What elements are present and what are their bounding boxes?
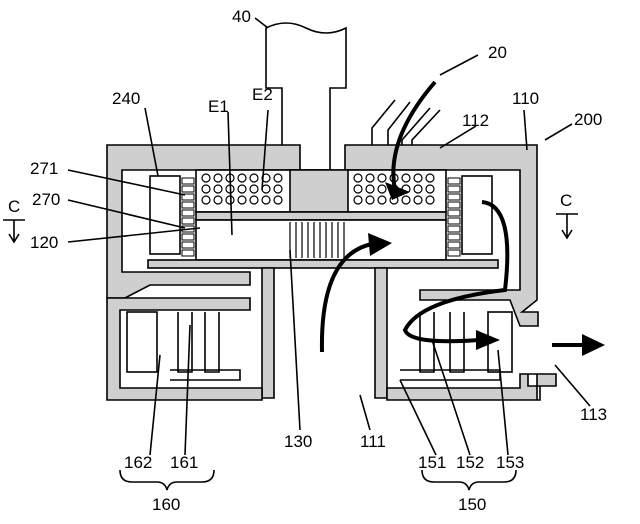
label-20: 20 xyxy=(488,43,507,62)
label-270: 270 xyxy=(32,190,60,209)
coil-turn xyxy=(448,186,460,192)
magnet-dot xyxy=(214,174,222,182)
label-110: 110 xyxy=(512,89,539,108)
magnet-dot xyxy=(414,174,422,182)
magnet-dot xyxy=(366,185,374,193)
section-c-left-marker xyxy=(3,220,25,242)
coil-turn xyxy=(448,234,460,240)
coil-turn xyxy=(448,210,460,216)
magnet-dot xyxy=(354,185,362,193)
magnet-dot xyxy=(414,196,422,204)
coil-turn xyxy=(182,202,194,208)
coil-turn xyxy=(448,242,460,248)
magnet-dot xyxy=(366,196,374,204)
magnet-dot xyxy=(354,174,362,182)
magnet-dot xyxy=(238,185,246,193)
magnet-dot xyxy=(378,185,386,193)
magnet-dot xyxy=(250,185,258,193)
center-pipe xyxy=(262,268,387,398)
label-e2: E2 xyxy=(252,85,273,104)
magnet-dot xyxy=(378,174,386,182)
coil-turn xyxy=(448,194,460,200)
brace-160 xyxy=(120,470,214,490)
coil-left xyxy=(182,178,194,256)
magnet-dot xyxy=(274,174,282,182)
label-153: 153 xyxy=(496,453,524,472)
impeller-chamber xyxy=(196,220,446,260)
flow-arrow-outlet-head xyxy=(582,334,605,356)
magnet-dot xyxy=(238,196,246,204)
label-152: 152 xyxy=(456,453,484,472)
label-130: 130 xyxy=(284,432,312,451)
label-160: 160 xyxy=(152,495,180,514)
label-150: 150 xyxy=(458,495,486,514)
magnet-dot xyxy=(250,196,258,204)
label-40: 40 xyxy=(232,7,251,26)
label-112: 112 xyxy=(462,111,489,130)
magnet-dot xyxy=(274,196,282,204)
magnet-dot xyxy=(262,196,270,204)
coil-turn xyxy=(448,202,460,208)
coil-turn xyxy=(182,218,194,224)
part-160-fins xyxy=(127,312,240,380)
coil-turn xyxy=(182,242,194,248)
part-150-fins xyxy=(400,312,512,380)
magnet-dot xyxy=(426,174,434,182)
label-120: 120 xyxy=(30,233,58,252)
lower-left-chamber xyxy=(107,298,262,400)
coil-turn xyxy=(448,178,460,184)
impeller-plate xyxy=(196,212,446,220)
stator-right xyxy=(462,176,492,254)
label-200: 200 xyxy=(574,110,602,129)
magnet-dot xyxy=(262,185,270,193)
magnet-dot xyxy=(426,196,434,204)
coil-turn xyxy=(182,234,194,240)
magnet-dot xyxy=(414,185,422,193)
magnet-dot xyxy=(238,174,246,182)
impeller-base xyxy=(148,260,498,268)
label-e1: E1 xyxy=(208,97,229,116)
coil-turn xyxy=(182,210,194,216)
magnet-dot xyxy=(202,174,210,182)
lower-right-chamber xyxy=(387,374,556,400)
coil-turn xyxy=(182,186,194,192)
coil-turn xyxy=(448,218,460,224)
label-162: 162 xyxy=(124,453,152,472)
section-c-right-marker xyxy=(556,214,578,238)
magnet-dot xyxy=(214,185,222,193)
magnet-dot xyxy=(426,185,434,193)
magnet-dot xyxy=(402,196,410,204)
magnet-dot xyxy=(214,196,222,204)
magnet-dot xyxy=(274,185,282,193)
magnet-dot xyxy=(202,196,210,204)
magnet-dot xyxy=(354,196,362,204)
coil-turn xyxy=(182,178,194,184)
label-151: 151 xyxy=(418,453,446,472)
magnet-dot xyxy=(202,185,210,193)
shaft-hub xyxy=(290,170,348,212)
coil-right xyxy=(448,178,460,256)
magnet-dot xyxy=(366,174,374,182)
brace-150 xyxy=(422,470,516,490)
label-271: 271 xyxy=(30,159,58,178)
magnet-dot xyxy=(402,174,410,182)
label-161: 161 xyxy=(170,453,198,472)
coil-turn xyxy=(182,250,194,256)
label-240: 240 xyxy=(112,89,140,108)
coil-turn xyxy=(448,250,460,256)
magnet-dot xyxy=(378,196,386,204)
coil-turn xyxy=(448,226,460,232)
label-c-right: C xyxy=(560,191,572,210)
magnet-dot xyxy=(250,174,258,182)
label-113: 113 xyxy=(580,405,607,424)
label-c-left: C xyxy=(8,197,20,216)
label-111: 111 xyxy=(360,432,386,451)
